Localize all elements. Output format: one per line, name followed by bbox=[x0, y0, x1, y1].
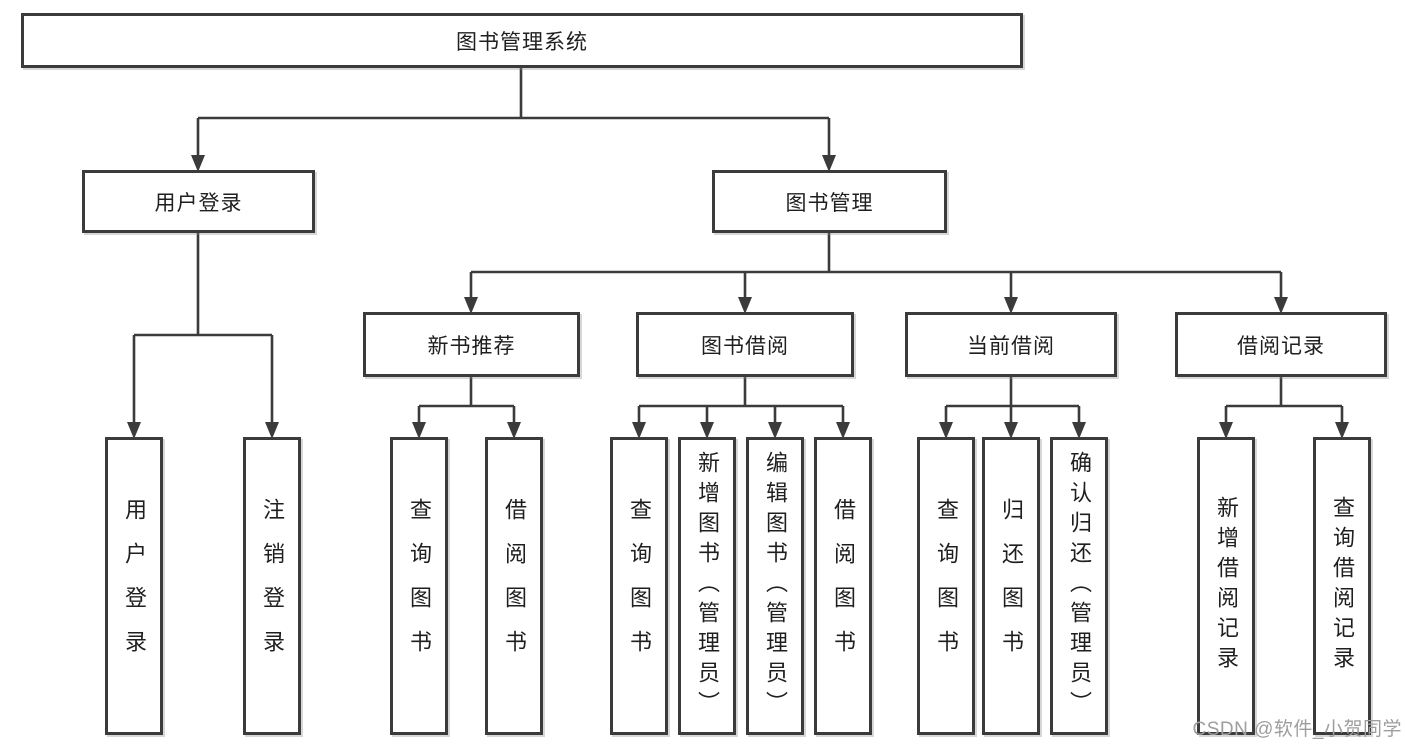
leaf-add-book-admin: 新增图书（管理员） bbox=[678, 437, 736, 735]
leaf-return-book: 归还图书 bbox=[982, 437, 1040, 735]
node-current-borrow: 当前借阅 bbox=[905, 312, 1117, 377]
node-borrow-records: 借阅记录 bbox=[1175, 312, 1387, 377]
leaf-query-book-recommend: 查询图书 bbox=[390, 437, 448, 735]
csdn-watermark: CSDN @软件_小贺同学 bbox=[1192, 719, 1402, 740]
leaf-borrow-book: 借阅图书 bbox=[814, 437, 872, 735]
leaf-confirm-return-admin: 确认归还（管理员） bbox=[1050, 437, 1108, 735]
leaf-user-login: 用户登录 bbox=[105, 437, 163, 735]
leaf-query-book-borrow: 查询图书 bbox=[610, 437, 668, 735]
leaf-borrow-book-recommend: 借阅图书 bbox=[485, 437, 543, 735]
leaf-query-book-current: 查询图书 bbox=[917, 437, 975, 735]
node-book-borrow: 图书借阅 bbox=[636, 312, 854, 377]
leaf-logout: 注销登录 bbox=[243, 437, 301, 735]
node-user-login: 用户登录 bbox=[82, 170, 315, 233]
leaf-edit-book-admin: 编辑图书（管理员） bbox=[746, 437, 804, 735]
node-book-management: 图书管理 bbox=[712, 170, 947, 233]
leaf-query-borrow-record: 查询借阅记录 bbox=[1313, 437, 1371, 735]
node-new-book-recommend: 新书推荐 bbox=[363, 312, 580, 377]
leaf-add-borrow-record: 新增借阅记录 bbox=[1197, 437, 1255, 735]
node-root-library-system: 图书管理系统 bbox=[21, 13, 1023, 68]
